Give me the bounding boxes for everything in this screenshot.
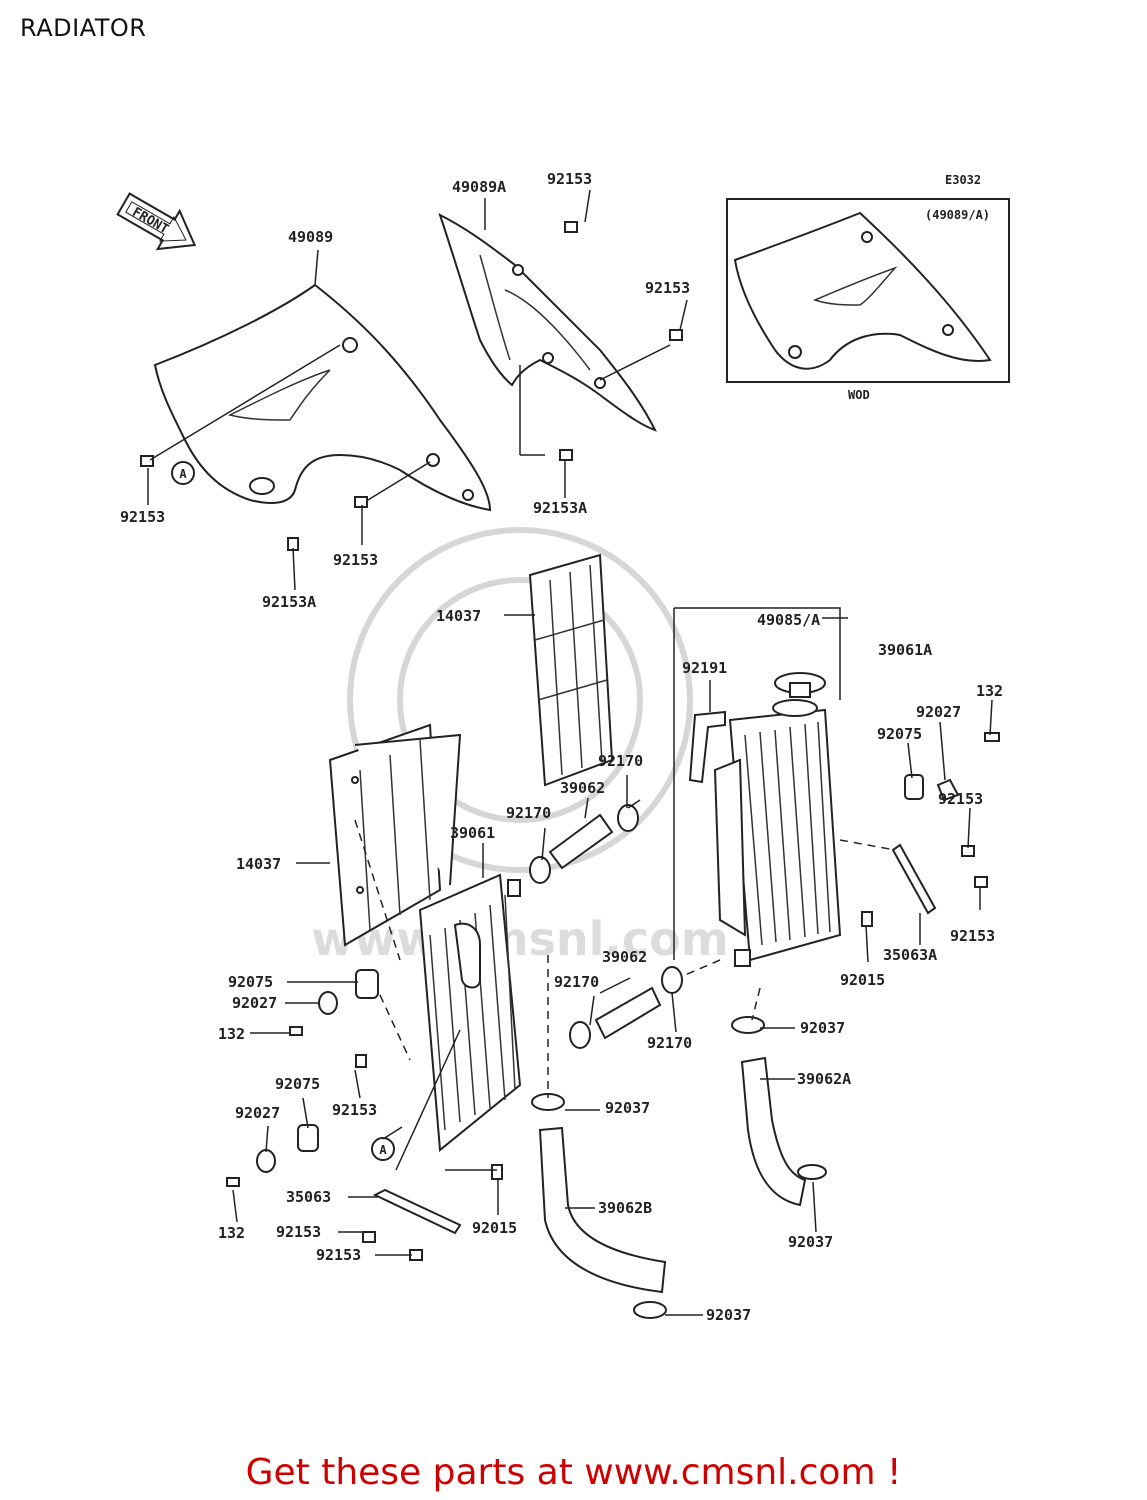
callout-92037: 92037 (800, 1019, 845, 1037)
radiator-right (713, 699, 842, 967)
callout-92170: 92170 (506, 804, 551, 822)
callout-92153: 92153 (120, 508, 165, 526)
callout-132: 132 (218, 1224, 245, 1242)
dashed-assembly-lines (354, 819, 896, 1098)
callout-92027: 92027 (916, 703, 961, 721)
callout-14037: 14037 (436, 607, 481, 625)
callout-132: 132 (976, 682, 1003, 700)
callout-92170: 92170 (554, 973, 599, 991)
callout-39062b: 39062B (598, 1199, 652, 1217)
callout-39062: 39062 (602, 948, 647, 966)
callout-39061a: 39061A (878, 641, 932, 659)
radiator-cap (774, 672, 826, 698)
callout-92153: 92153 (276, 1223, 321, 1241)
hose-39062-lower (594, 986, 662, 1040)
ref-a-label: A (379, 1143, 387, 1157)
callout-92075: 92075 (275, 1075, 320, 1093)
hose-39062a (740, 1056, 807, 1207)
breather-hose (688, 710, 726, 784)
footer-link-text[interactable]: Get these parts at www.cmsnl.com ! (245, 1452, 902, 1493)
bracket-35063 (372, 1188, 462, 1235)
leader-lines (147, 189, 993, 1316)
inset-caption: WOD (848, 388, 870, 402)
callout-92153: 92153 (332, 1101, 377, 1119)
callout-92015: 92015 (472, 1219, 517, 1237)
callout-92153: 92153 (316, 1246, 361, 1264)
hose-clamp-group (529, 804, 827, 1319)
callout-39062: 39062 (560, 779, 605, 797)
callout-14037: 14037 (236, 855, 281, 873)
callout-92170: 92170 (598, 752, 643, 770)
callout-92153: 92153 (950, 927, 995, 945)
inset-shroud-variant: (49089/A) WOD (726, 198, 1010, 402)
callout-92153a: 92153A (533, 499, 587, 517)
callout-92153: 92153 (333, 551, 378, 569)
radiator-grille-lower (328, 723, 462, 947)
radiator-shroud-right (438, 213, 657, 432)
callout-35063a: 35063A (883, 946, 937, 964)
callout-92037: 92037 (706, 1306, 751, 1324)
callout-39061: 39061 (450, 824, 495, 842)
callout-92153: 92153 (938, 790, 983, 808)
radiator-shroud-left (153, 283, 492, 512)
callout-92037: 92037 (605, 1099, 650, 1117)
callout-92015: 92015 (840, 971, 885, 989)
callout-92170: 92170 (647, 1034, 692, 1052)
callout-92153: 92153 (547, 170, 592, 188)
fasteners-group (140, 221, 1000, 1261)
hose-39062-upper (548, 813, 614, 870)
callout-92191: 92191 (682, 659, 727, 677)
inset-label: (49089/A) (925, 208, 990, 222)
ref-a-label: A (179, 467, 187, 481)
hose-39062b (538, 1126, 667, 1294)
part-number-labels: 49089 49089A 92153 92153 92153 92153 921… (120, 170, 1003, 1324)
callout-92027: 92027 (235, 1104, 280, 1122)
callout-39062a: 39062A (797, 1070, 851, 1088)
reference-a-marker: A A (171, 461, 395, 1161)
page-title: RADIATOR (20, 14, 147, 42)
callout-92027: 92027 (232, 994, 277, 1012)
callout-92075: 92075 (228, 973, 273, 991)
callout-49089a: 49089A (452, 178, 506, 196)
front-arrow-icon: FRONT (116, 192, 197, 251)
callout-92153a: 92153A (262, 593, 316, 611)
callout-92037: 92037 (788, 1233, 833, 1251)
callout-35063: 35063 (286, 1188, 331, 1206)
callout-132: 132 (218, 1025, 245, 1043)
callout-92153: 92153 (645, 279, 690, 297)
bracket-35063a (891, 843, 937, 915)
diagram-code: E3032 (945, 173, 981, 187)
callout-49085a: 49085/A (757, 611, 820, 629)
callout-49089: 49089 (288, 228, 333, 246)
radiator-grille-upper (528, 553, 614, 787)
callout-92075: 92075 (877, 725, 922, 743)
radiator-left (418, 873, 522, 1152)
